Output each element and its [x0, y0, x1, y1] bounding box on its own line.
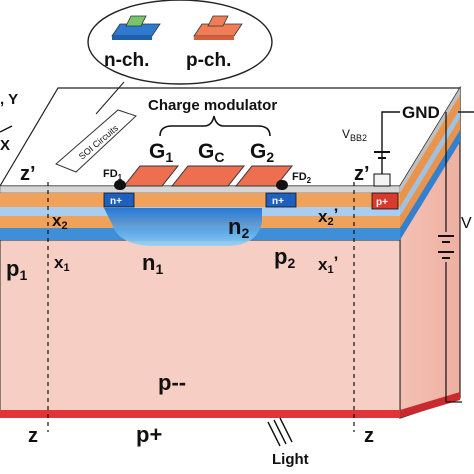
- light-ray-2: [273, 419, 287, 445]
- axis-xy-label: , Y: [0, 91, 18, 108]
- inset-pointer: [95, 81, 125, 115]
- side-layer-orange-1: [400, 95, 460, 207]
- p-minus-label: p--: [158, 370, 186, 395]
- pch-gate: [207, 15, 229, 27]
- axis-labels: , Y X: [0, 91, 18, 154]
- z-left-label: z: [28, 425, 38, 447]
- p-plus-bottom-plate: [0, 410, 400, 418]
- gates: G1 GC G2 Charge modulator: [122, 97, 294, 187]
- nch-label: n-ch.: [104, 50, 149, 71]
- gate-g1-label: G1: [149, 140, 173, 165]
- x2-right-label: x2’: [318, 205, 338, 228]
- fd2-contact: [276, 180, 288, 190]
- z-prime-left-label: z’: [20, 163, 36, 185]
- fd2-label: FD2: [292, 171, 312, 185]
- light-ray-1: [267, 421, 281, 447]
- axis-x-label: X: [0, 137, 10, 154]
- vbb2-label: VBB2: [342, 127, 367, 143]
- device-inset: n-ch. p-ch.: [87, 0, 273, 115]
- p-plus-contact: [371, 192, 399, 210]
- light-label: Light: [272, 451, 309, 468]
- n1-label: n1: [142, 250, 163, 277]
- bias-network: p+ GND VBB2 V: [342, 103, 474, 403]
- n-plus-right-implant: [265, 192, 297, 208]
- x2-left-label: x2: [52, 211, 68, 232]
- gate-gc-label: GC: [198, 140, 224, 165]
- vbb2-contact-pad: [373, 173, 391, 187]
- floating-diffusions: FD1 FD2 n+ n+: [103, 168, 312, 208]
- orange-layer-top: [0, 193, 400, 207]
- charge-modulator-title: Charge modulator: [148, 97, 277, 114]
- pch-label: p-ch.: [186, 50, 231, 71]
- nch-base: [112, 36, 152, 40]
- charge-modulator-brace: [159, 115, 271, 137]
- n2-label: n2: [228, 214, 249, 241]
- n-well-gradient: [104, 208, 262, 246]
- p-plus-contact-label: p+: [376, 197, 388, 208]
- side-layer-blue: [400, 130, 460, 240]
- gate-g1: [122, 165, 180, 187]
- n-plus-right-label: n+: [272, 196, 284, 207]
- light-indicator: Light: [267, 417, 309, 468]
- side-layer-gray: [400, 88, 460, 193]
- box-oxide-layer: [0, 185, 401, 194]
- p2-label: p2: [274, 244, 295, 271]
- x1-right-label: x1’: [318, 253, 338, 276]
- n-plus-left-implant: [103, 192, 135, 208]
- nch-gate: [125, 15, 147, 27]
- fd1-contact: [114, 180, 126, 190]
- z-right-label: z: [364, 425, 374, 447]
- cut-lines: [47, 182, 355, 432]
- light-ray-3: [279, 417, 293, 443]
- z-prime-right-label: z’: [354, 163, 370, 185]
- p-plus-bottom-plate-side: [400, 392, 460, 418]
- fd1-label: FD1: [103, 168, 123, 182]
- x1-left-label: x1: [54, 253, 70, 274]
- axis-x-arrow: [0, 125, 13, 133]
- substrate-block: [0, 85, 462, 419]
- gate-g2-label: G2: [250, 140, 274, 165]
- p-minus-substrate: [0, 239, 401, 413]
- side-layer-orange-2: [400, 118, 460, 228]
- side-layer-lightblue: [400, 109, 460, 216]
- p-plus-bottom-label: p+: [136, 422, 162, 447]
- n-plus-left-label: n+: [110, 196, 122, 207]
- vr-label: V: [461, 215, 472, 232]
- gate-gc: [170, 165, 246, 187]
- region-labels: z’ z’ x2 x2’ p1 x1 n1 n2 p2 x1’ p-- p+ z…: [6, 163, 374, 447]
- pch-base: [194, 36, 234, 40]
- p1-label: p1: [6, 256, 27, 283]
- inset-bubble: [87, 0, 273, 85]
- gnd-label: GND: [402, 103, 440, 122]
